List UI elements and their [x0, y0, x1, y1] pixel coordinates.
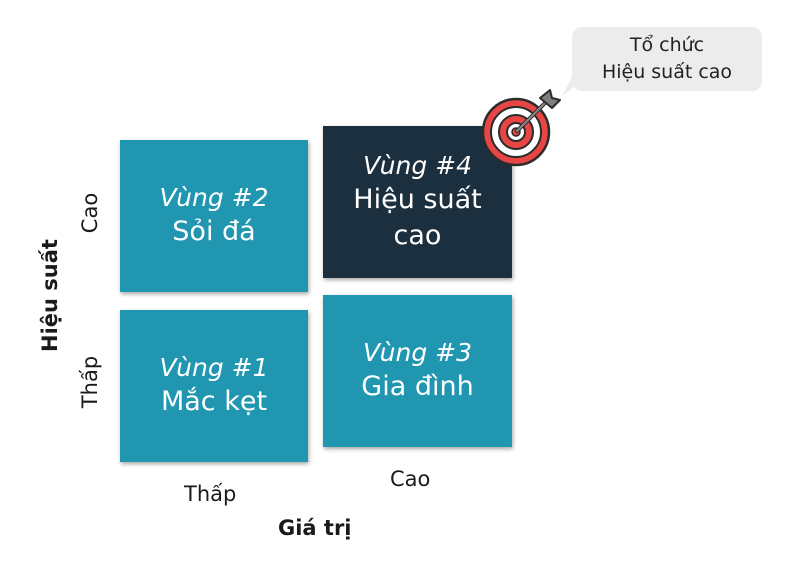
x-axis-title: Giá trị	[278, 516, 352, 540]
y-axis-title: Hiệu suất	[38, 239, 62, 352]
callout-bubble: Tổ chức Hiệu suất cao	[572, 27, 762, 91]
y-axis-low-label: Thấp	[78, 355, 102, 409]
callout-line1: Tổ chức	[629, 34, 705, 56]
zone-2-name: Sỏi đá	[172, 216, 256, 247]
zone-2-label: Vùng #2	[159, 183, 269, 212]
zone-3-label: Vùng #3	[362, 338, 473, 367]
quadrant-zone-3: Vùng #3 Gia đình	[323, 295, 512, 447]
y-axis-high-label: Cao	[78, 192, 102, 234]
zone-4-label: Vùng #4	[362, 151, 473, 180]
callout-line2: Hiệu suất cao	[601, 61, 733, 83]
zone-4-name-line1: Hiệu suất	[353, 184, 482, 215]
x-axis-high-label: Cao	[390, 467, 431, 491]
zone-3-name: Gia đình	[361, 371, 474, 402]
zone-4-name-line2: cao	[393, 220, 442, 251]
quadrant-zone-4: Vùng #4 Hiệu suất cao	[323, 126, 512, 278]
zone-1-name: Mắc kẹt	[160, 386, 268, 417]
quadrant-zone-2: Vùng #2 Sỏi đá	[120, 140, 308, 292]
x-axis-low-label: Thấp	[184, 482, 237, 506]
quadrant-zone-1: Vùng #1 Mắc kẹt	[120, 310, 308, 462]
target-icon	[481, 89, 561, 167]
zone-1-label: Vùng #1	[159, 353, 269, 382]
